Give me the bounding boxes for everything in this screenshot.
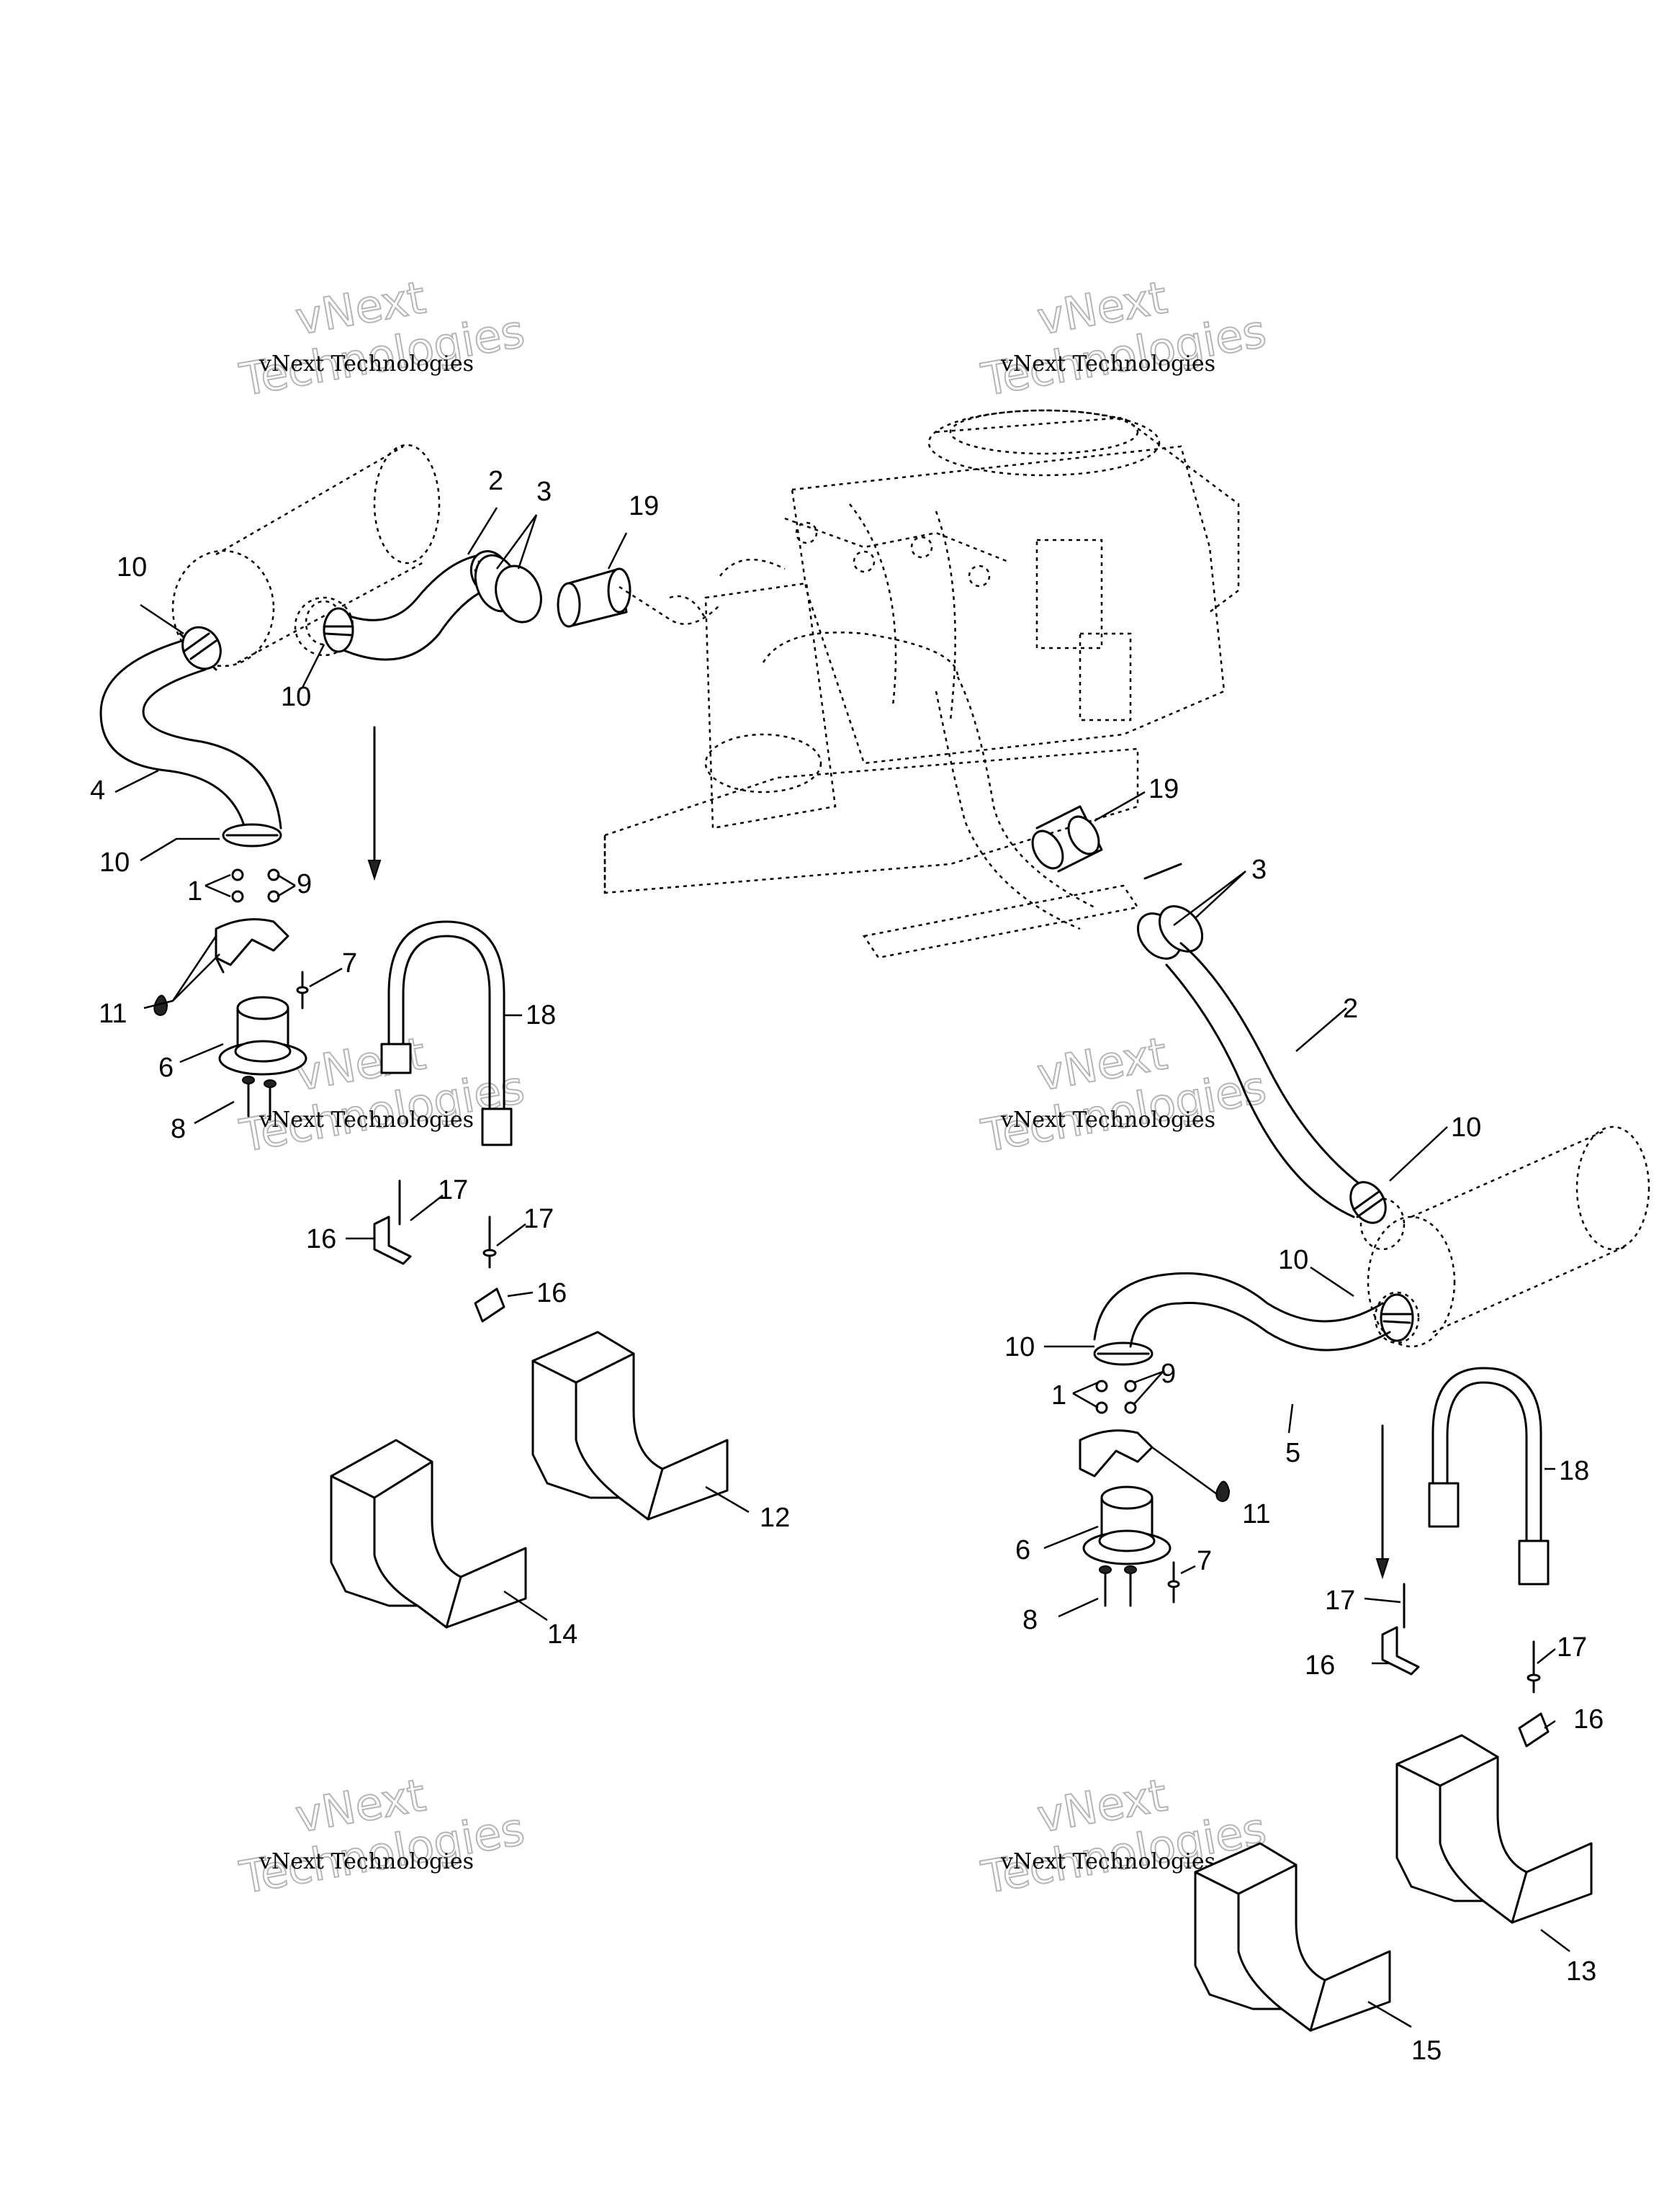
callout-18: 18 [526, 1000, 556, 1030]
engine-outline [603, 409, 1240, 959]
leader-lines [114, 507, 1570, 2028]
callout-10: 10 [1004, 1332, 1035, 1362]
callout-10: 10 [1451, 1112, 1481, 1143]
callout-16: 16 [1573, 1704, 1604, 1735]
callout-11: 11 [99, 999, 127, 1029]
callout-8: 8 [1022, 1605, 1038, 1635]
callout-6: 6 [158, 1053, 174, 1083]
watermark-text: vNext Technologies [258, 351, 474, 377]
callout-4: 4 [90, 775, 105, 806]
right-clamps [1093, 1181, 1414, 1366]
callout-17: 17 [438, 1175, 468, 1205]
right-arrow [1375, 1424, 1390, 1580]
right-clamps-3 [1136, 905, 1204, 960]
callout-1: 1 [1051, 1380, 1066, 1411]
callout-8: 8 [171, 1114, 186, 1144]
callout-1: 1 [187, 876, 202, 907]
callout-14: 14 [547, 1619, 577, 1650]
callout-10: 10 [281, 682, 311, 712]
callout-18: 18 [1559, 1456, 1589, 1486]
left-pin-7 [296, 971, 309, 1010]
left-hardware-1-9 [231, 868, 280, 903]
watermark-text: vNext Technologies [1000, 1849, 1215, 1874]
callout-16: 16 [1305, 1650, 1335, 1681]
callout-5: 5 [1285, 1438, 1300, 1468]
callout-19: 19 [629, 491, 659, 521]
right-coupler-19 [1031, 805, 1182, 880]
callout-3: 3 [1251, 855, 1267, 885]
callout-13: 13 [1566, 1956, 1596, 1987]
callout-10: 10 [117, 552, 147, 583]
right-bolts-8 [1099, 1565, 1137, 1607]
watermark-text: vNext Technologies [1000, 351, 1215, 377]
left-bolts-8 [242, 1076, 276, 1121]
callout-19: 19 [1148, 774, 1179, 804]
callout-7: 7 [1197, 1546, 1212, 1576]
left-flange-bracket-11 [153, 918, 289, 1017]
right-muffler [1359, 1125, 1650, 1348]
right-flange-bracket-11 [1079, 1429, 1231, 1503]
callout-16: 16 [306, 1224, 336, 1254]
watermark-top-right: vNext Technologies vNext Technologies [977, 270, 1271, 407]
callout-7: 7 [342, 948, 357, 979]
part-labels: 10 2 3 19 10 4 10 1 9 11 7 6 8 18 17 16 … [90, 466, 1604, 2066]
left-arrow [367, 726, 382, 881]
left-brackets-16-17 [373, 1179, 505, 1323]
callout-16: 16 [536, 1278, 567, 1308]
callout-2: 2 [488, 466, 503, 496]
watermark-group: vNext Technologies vNext Technologies vN… [235, 270, 1271, 1905]
left-block-14 [330, 1439, 527, 1629]
callout-17: 17 [523, 1204, 554, 1234]
left-block-12 [531, 1331, 729, 1521]
callout-12: 12 [760, 1503, 790, 1533]
callout-6: 6 [1015, 1535, 1030, 1565]
callout-9: 9 [297, 869, 312, 899]
left-coupler-19 [557, 567, 721, 628]
callout-3: 3 [536, 477, 552, 507]
right-strap-18 [1428, 1367, 1550, 1586]
watermark-text: vNext Technologies [1000, 1107, 1215, 1133]
callout-10: 10 [99, 848, 130, 878]
left-clamps-3 [474, 554, 542, 624]
right-pin-7 [1167, 1561, 1180, 1604]
watermark-top-left: vNext Technologies vNext Technologies [235, 270, 529, 407]
watermark-text: vNext Technologies [258, 1107, 474, 1133]
callout-17: 17 [1325, 1586, 1355, 1616]
callout-15: 15 [1411, 2036, 1442, 2066]
callout-9: 9 [1161, 1359, 1176, 1389]
right-hose-5 [1093, 1272, 1391, 1352]
right-hardware-1-9 [1095, 1380, 1137, 1414]
callout-10: 10 [1278, 1245, 1308, 1275]
right-block-15 [1194, 1842, 1391, 2032]
callout-17: 17 [1557, 1632, 1587, 1663]
right-brackets-16-17 [1381, 1583, 1550, 1748]
callout-2: 2 [1343, 994, 1358, 1024]
watermark-bottom-left: vNext Technologies vNext Technologies [235, 1768, 529, 1905]
right-flange-6 [1082, 1485, 1172, 1565]
callout-11: 11 [1242, 1499, 1270, 1529]
watermark-mid-left: vNext Technologies vNext Technologies [235, 1026, 529, 1163]
watermark-mid-right: vNext Technologies vNext Technologies [977, 1026, 1271, 1163]
right-block-13 [1395, 1734, 1593, 1924]
left-strap-18 [380, 920, 513, 1146]
watermark-text: vNext Technologies [258, 1849, 474, 1874]
left-flange-6 [218, 996, 307, 1076]
right-hose-2 [1165, 942, 1377, 1218]
left-clamps [181, 550, 510, 848]
